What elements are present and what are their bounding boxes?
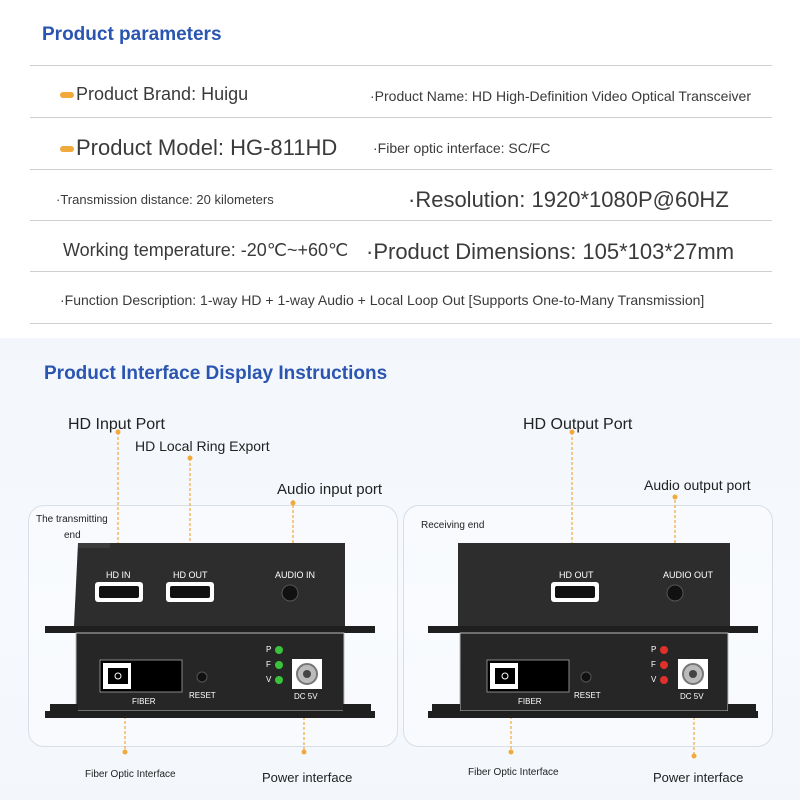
divider xyxy=(30,323,772,324)
tx-led-p xyxy=(275,646,283,654)
tx-dc-text: DC 5V xyxy=(294,692,318,701)
rx-fiber-optic-interface-label: Fiber Optic Interface xyxy=(468,767,559,778)
tx-hd-out-text: HD OUT xyxy=(173,570,208,580)
receive-end-label: Receiving end xyxy=(421,520,485,531)
rx-reset-button xyxy=(580,671,592,683)
power-interface-label: Power interface xyxy=(262,770,353,785)
divider xyxy=(30,220,772,221)
divider xyxy=(30,117,772,118)
hd-input-port-label: HD Input Port xyxy=(68,416,165,433)
rx-led-p xyxy=(660,646,668,654)
rx-led-v xyxy=(660,676,668,684)
tx-led-p-text: P xyxy=(266,645,272,654)
bullet-icon xyxy=(60,146,74,153)
param-brand: Product Brand: Huigu xyxy=(60,84,248,105)
param-dimensions: ·Product Dimensions: 105*103*27mm xyxy=(366,239,735,264)
tx-led-v xyxy=(275,676,283,684)
param-name: ·Product Name: HD High-Definition Video … xyxy=(370,88,752,104)
param-model: Product Model: HG-811HD xyxy=(60,135,337,161)
divider xyxy=(30,65,772,66)
tx-reset-text: RESET xyxy=(189,691,216,700)
interface-title: Product Interface Display Instructions xyxy=(44,363,388,384)
param-resolution: ·Resolution: 1920*1080P@60HZ xyxy=(408,187,729,212)
rx-fiber-text: FIBER xyxy=(518,697,542,706)
transmit-end-label-2: end xyxy=(64,530,81,541)
rx-led-p-text: P xyxy=(651,645,657,654)
divider xyxy=(30,271,772,272)
rx-audio-out-text: AUDIO OUT xyxy=(663,570,714,580)
rx-led-f xyxy=(660,661,668,669)
transmit-end-label: The transmitting xyxy=(36,514,108,525)
hd-output-port-label: HD Output Port xyxy=(523,416,633,433)
rx-audio-out-jack xyxy=(666,584,684,602)
param-fiber: ·Fiber optic interface: SC/FC xyxy=(373,140,551,156)
rx-dc-text: DC 5V xyxy=(680,692,704,701)
tx-reset-button xyxy=(196,671,208,683)
params-title: Product parameters xyxy=(42,24,222,45)
rx-led-v-text: V xyxy=(651,675,657,684)
rx-led-f-text: F xyxy=(651,660,656,669)
param-temperature: Working temperature: -20℃~+60℃ xyxy=(63,240,349,260)
param-function: ·Function Description: 1-way HD + 1-way … xyxy=(60,292,705,308)
rx-hd-out-text: HD OUT xyxy=(559,570,594,580)
rx-reset-text: RESET xyxy=(574,691,601,700)
rx-power-interface-label: Power interface xyxy=(653,770,744,785)
tx-audio-in-text: AUDIO IN xyxy=(275,570,316,580)
tx-led-f-text: F xyxy=(266,660,271,669)
fiber-optic-interface-label: Fiber Optic Interface xyxy=(85,769,176,780)
tx-led-f xyxy=(275,661,283,669)
tx-audio-in-jack xyxy=(281,584,299,602)
hd-local-ring-label: HD Local Ring Export xyxy=(135,438,270,454)
audio-input-port-label: Audio input port xyxy=(277,481,383,498)
param-distance: ·Transmission distance: 20 kilometers xyxy=(56,192,274,207)
tx-hd-in-text: HD IN xyxy=(106,570,131,580)
tx-led-v-text: V xyxy=(266,675,272,684)
audio-output-port-label: Audio output port xyxy=(644,477,751,493)
bullet-icon xyxy=(60,92,74,99)
divider xyxy=(30,169,772,170)
tx-fiber-text: FIBER xyxy=(132,697,156,706)
